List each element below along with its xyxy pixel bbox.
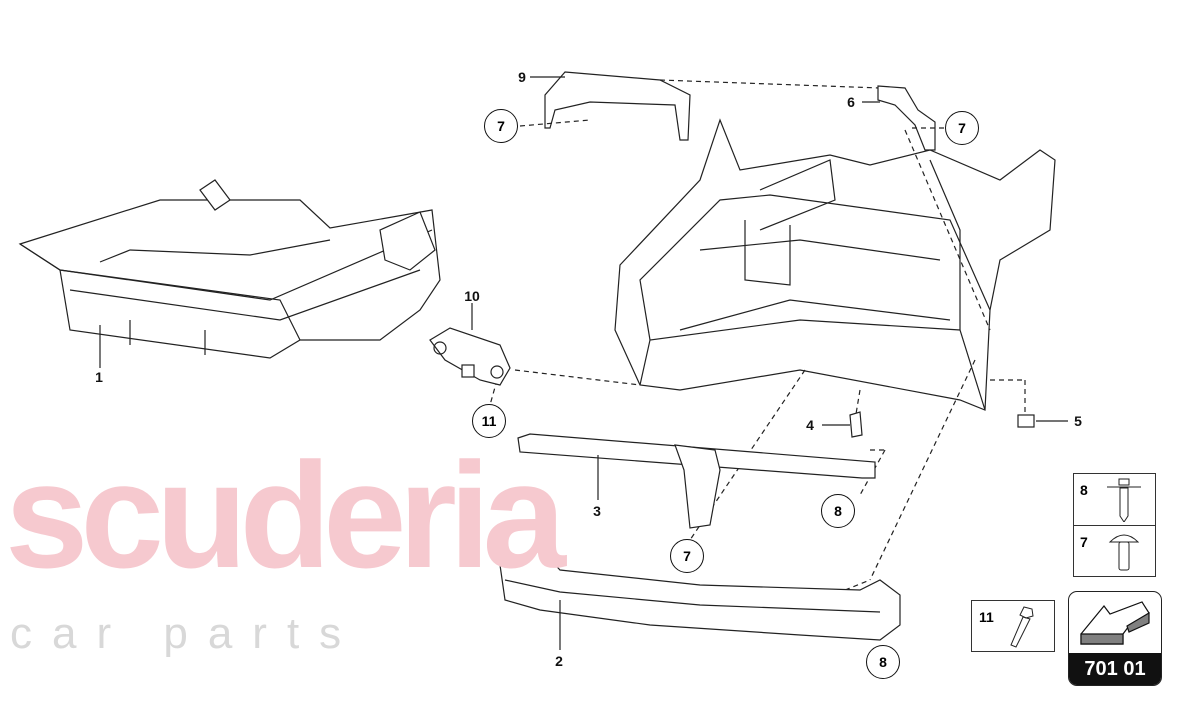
callout-7: 7	[945, 111, 979, 145]
front-frame-assembly	[18, 179, 441, 368]
bracket-9	[519, 71, 881, 141]
rear-frame-assembly	[614, 118, 1056, 411]
bracket-6	[862, 85, 945, 151]
legend-number: 11	[979, 609, 994, 625]
mushroom-head-bolt-icon	[1108, 534, 1140, 571]
hex-bolt-icon	[1010, 606, 1034, 648]
callout-1: 1	[95, 369, 103, 385]
callout-11: 11	[472, 404, 506, 438]
callout-3: 3	[593, 503, 601, 519]
legend-number: 7	[1080, 534, 1088, 550]
crossmember-3	[517, 433, 876, 529]
screw-bolt-icon	[1107, 478, 1141, 522]
catalog-badge: 701 01	[1068, 591, 1162, 686]
arrow-pointer-icon	[1080, 601, 1150, 645]
callout-4: 4	[806, 417, 814, 433]
legend-divider	[1074, 525, 1155, 526]
catalog-code: 701 01	[1069, 653, 1161, 685]
watermark-brand: scuderia	[5, 431, 566, 599]
callout-7: 7	[670, 539, 704, 573]
callout-5: 5	[1074, 413, 1082, 429]
callout-9: 9	[518, 69, 526, 85]
callout-2: 2	[555, 653, 563, 669]
callout-6: 6	[847, 94, 855, 110]
callout-7: 7	[484, 109, 518, 143]
legend-number: 8	[1080, 482, 1088, 498]
fastener-legend: 8 7	[1073, 473, 1156, 577]
bumper-beam-2	[499, 547, 901, 650]
callout-10: 10	[464, 288, 480, 304]
mount-10	[429, 303, 511, 386]
callout-8: 8	[866, 645, 900, 679]
clip-5	[1017, 414, 1035, 428]
clip-4	[849, 411, 863, 438]
watermark-sub: car parts	[10, 609, 362, 658]
bolt-legend: 11	[971, 600, 1055, 652]
callout-8: 8	[821, 494, 855, 528]
